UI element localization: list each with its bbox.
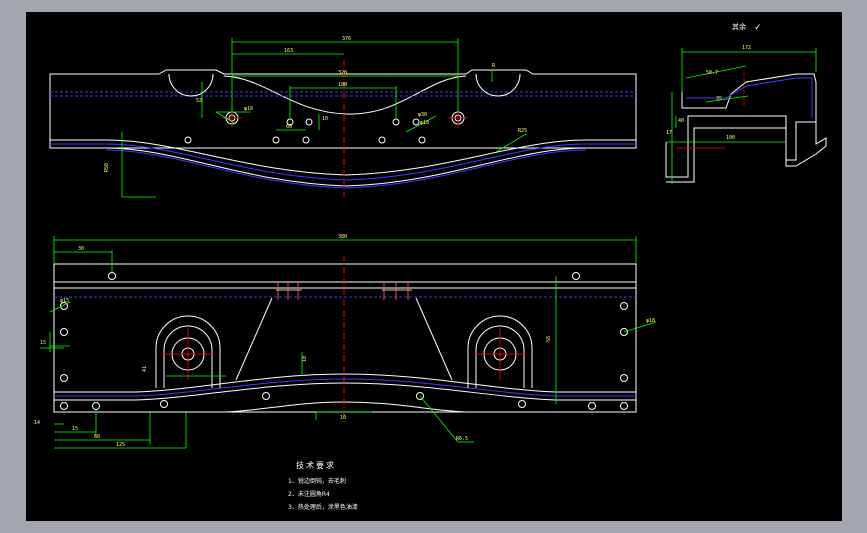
note-item-1: 1、锐边倒钝，去毛刺 xyxy=(288,477,346,485)
front-view: 376 163 320 180 53 R φ18 10 60 φ30 φ18 R… xyxy=(49,36,637,198)
dim-front-left: 163 xyxy=(284,48,293,54)
notes-title: 技术要求 xyxy=(296,460,336,470)
note-item-3: 3、热处理后，涂黑色油漆 xyxy=(288,503,358,511)
dim-front-bottom-left: R50 xyxy=(104,163,110,172)
dim-plan-left-hole: φ15 xyxy=(60,298,69,304)
roughness-symbol: ✓ xyxy=(754,23,762,33)
dim-plan-left-offset: 30 xyxy=(78,246,84,252)
dim-front-angle: R25 xyxy=(518,128,527,134)
dim-front-overall: 376 xyxy=(342,36,351,42)
dim-front-hole-callout: φ18 xyxy=(420,120,429,126)
dim-side-top: 172 xyxy=(742,45,751,51)
dim-plan-bottom-2: 68 xyxy=(94,434,100,440)
dim-plan-bottom-1: 15 xyxy=(72,426,78,432)
dim-plan-slot: R6.5 xyxy=(456,436,468,442)
dim-plan-right-hole: φ18 xyxy=(646,318,655,324)
dim-front-small-span: 60 xyxy=(286,124,292,130)
technical-notes: 技术要求 1、锐边倒钝，去毛刺 2、未注圆角R4 3、热处理后，涂黑色油漆 xyxy=(288,460,358,511)
plan-curve-2 xyxy=(54,378,636,397)
dim-plan-left-edge: 15 xyxy=(40,340,46,346)
dim-front-hole-left: φ18 xyxy=(244,106,253,112)
dim-front-hole-mid: 10 xyxy=(322,116,328,122)
plan-bottom-curve xyxy=(225,401,467,413)
dim-front-span: 180 xyxy=(338,82,347,88)
plan-slots xyxy=(277,282,409,300)
side-top xyxy=(681,73,817,122)
dim-plan-center: 10 xyxy=(302,356,308,362)
dim-side-height: 17 xyxy=(666,130,672,136)
plan-view: 380 30 φ15 15 14 φ18 58 10 15 68 125 R6.… xyxy=(34,234,657,449)
drawing-canvas[interactable]: 376 163 320 180 53 R φ18 10 60 φ30 φ18 R… xyxy=(26,12,842,521)
side-outline xyxy=(665,115,827,183)
front-bump-right xyxy=(475,73,521,97)
dim-plan-right-height: 58 xyxy=(546,336,552,342)
drawing-svg: 376 163 320 180 53 R φ18 10 60 φ30 φ18 R… xyxy=(34,22,827,511)
side-inner xyxy=(686,77,813,118)
front-flange-3 xyxy=(50,147,636,187)
dim-side-slope: 50.7 xyxy=(706,70,718,76)
dim-front-middle: 320 xyxy=(338,70,347,76)
dim-side-base: 100 xyxy=(726,135,735,141)
side-dims xyxy=(666,48,817,184)
front-dims xyxy=(121,38,527,198)
dim-front-right-tag: R xyxy=(492,63,496,69)
dim-plan-left-pitch: 14 xyxy=(34,420,40,426)
front-flange-4 xyxy=(105,149,587,189)
note-item-2: 2、未注圆角R4 xyxy=(288,490,330,498)
plan-holes xyxy=(60,272,628,410)
front-wave-top xyxy=(223,75,467,115)
front-flange-2 xyxy=(50,143,636,181)
dim-plan-bottom-3: 125 xyxy=(116,442,125,448)
dim-front-hole-right: φ30 xyxy=(418,112,427,118)
dim-side-flange: 35 xyxy=(716,96,722,102)
roughness-label: 其余 xyxy=(732,22,746,31)
front-bump-left xyxy=(168,73,214,97)
dim-plan-edge: 41 xyxy=(142,366,148,372)
dim-plan-small-mid: 10 xyxy=(340,415,346,421)
dim-side-depth: 40 xyxy=(678,118,684,124)
plan-web-left xyxy=(235,297,273,381)
side-view: 172 50.7 35 17 40 100 xyxy=(665,45,827,184)
front-flange-1 xyxy=(50,139,636,176)
plan-dims xyxy=(40,236,657,449)
dim-front-height: 53 xyxy=(196,98,202,104)
plan-web-right xyxy=(415,297,453,381)
dim-plan-overall: 380 xyxy=(338,234,347,240)
